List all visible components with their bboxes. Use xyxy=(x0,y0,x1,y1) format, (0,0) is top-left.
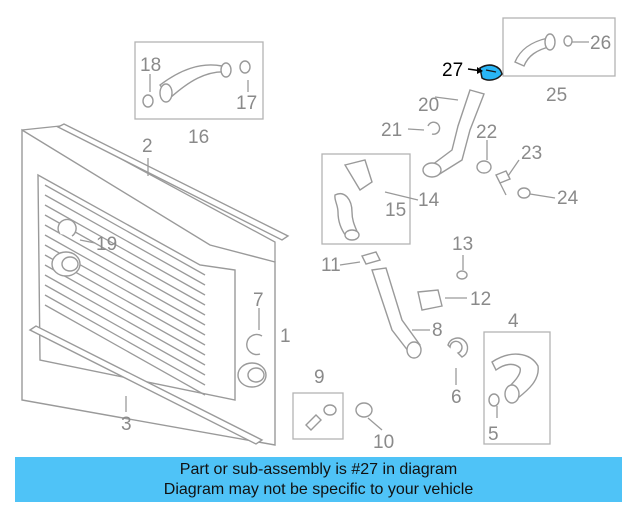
info-banner: Part or sub-assembly is #27 in diagram D… xyxy=(15,457,622,502)
hose-25-part xyxy=(514,33,573,67)
banner-line-1: Part or sub-assembly is #27 in diagram xyxy=(179,461,458,478)
grommet-10-part xyxy=(355,402,373,418)
group-box-9 xyxy=(292,392,344,440)
callout-20: 20 xyxy=(418,95,439,116)
intercooler-part xyxy=(21,125,276,446)
callout-18: 18 xyxy=(140,55,161,76)
group-box-14 xyxy=(321,153,411,245)
callout-6: 6 xyxy=(451,387,462,408)
hose-15-part xyxy=(334,159,373,241)
callout-7: 7 xyxy=(253,290,264,311)
callout-19: 19 xyxy=(96,234,117,255)
callout-8: 8 xyxy=(432,320,443,341)
callout-14: 14 xyxy=(418,190,440,211)
callout-27: 27 xyxy=(442,60,463,81)
callout-21: 21 xyxy=(381,120,402,141)
callout-23: 23 xyxy=(521,143,542,164)
hose-16-part xyxy=(142,60,251,108)
callout-5: 5 xyxy=(488,424,499,445)
callout-25: 25 xyxy=(546,85,567,106)
callout-12: 12 xyxy=(470,289,491,310)
callout-22: 22 xyxy=(476,122,497,143)
callout-26: 26 xyxy=(590,33,611,54)
callout-24: 24 xyxy=(557,188,579,209)
group-box-16 xyxy=(134,41,264,120)
callout-4: 4 xyxy=(508,311,519,332)
strip-top-part xyxy=(56,123,290,241)
pipe-20-part xyxy=(422,89,485,178)
callout-11: 11 xyxy=(321,255,341,276)
callout-9: 9 xyxy=(314,367,325,388)
callout-16: 16 xyxy=(188,127,209,148)
clamp-6-part xyxy=(447,337,469,358)
callout-3: 3 xyxy=(121,414,132,435)
pipe-lower-part xyxy=(360,251,468,359)
callout-2: 2 xyxy=(142,136,153,157)
hose-4-part xyxy=(488,353,539,407)
callout-1: 1 xyxy=(280,326,291,347)
group-box-25 xyxy=(502,17,616,77)
callout-15: 15 xyxy=(385,200,406,221)
callout-10: 10 xyxy=(373,432,394,453)
callout-13: 13 xyxy=(452,234,473,255)
strip-bottom-part xyxy=(28,325,264,445)
callout-17: 17 xyxy=(236,93,257,114)
clamp-27-highlight xyxy=(479,64,503,81)
group-box-4 xyxy=(483,331,551,445)
fittings-22-24 xyxy=(476,160,531,199)
bolts-9-part xyxy=(305,404,337,431)
banner-line-2: Diagram may not be specific to your vehi… xyxy=(163,481,474,498)
leader-lines xyxy=(79,41,589,431)
